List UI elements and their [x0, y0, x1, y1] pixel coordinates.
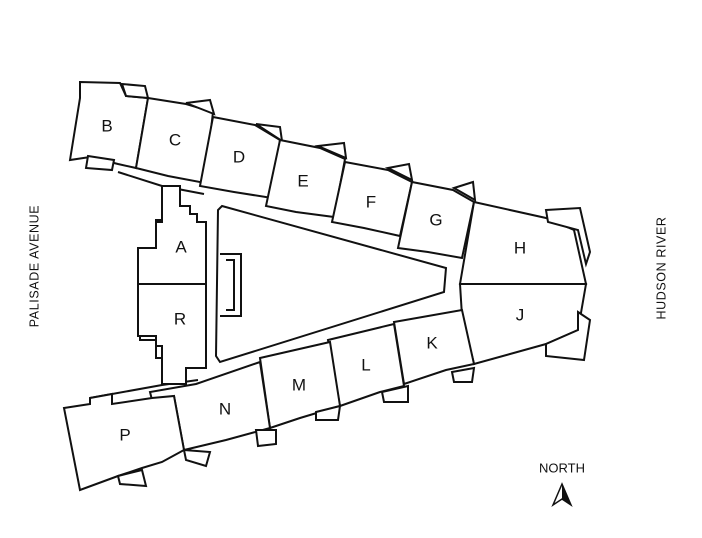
unit-b[interactable]: B [68, 80, 150, 172]
unit-h-label: H [514, 238, 526, 257]
north-arrow-icon [551, 482, 573, 508]
unit-k-label: K [426, 333, 438, 352]
unit-c-label: C [169, 130, 181, 149]
unit-e-label: E [297, 171, 308, 190]
unit-d-label: D [233, 147, 245, 166]
unit-a-label: A [175, 237, 187, 256]
unit-b-label: B [101, 116, 112, 135]
unit-p-label: P [119, 425, 130, 444]
unit-l[interactable]: L [326, 322, 409, 408]
unit-a[interactable]: A [137, 185, 207, 285]
hudson-river-label: HUDSON RIVER [654, 216, 668, 319]
unit-g[interactable]: G [396, 180, 477, 260]
unit-r-label: R [174, 309, 186, 328]
unit-j[interactable]: J [458, 283, 592, 366]
unit-f-label: F [366, 192, 376, 211]
north-label: NORTH [539, 460, 585, 475]
compass: NORTH [539, 460, 585, 508]
unit-g-label: G [429, 210, 442, 229]
unit-m[interactable]: M [258, 340, 342, 430]
unit-f[interactable]: F [330, 160, 414, 238]
unit-h[interactable]: H [458, 200, 592, 285]
unit-k[interactable]: K [392, 308, 476, 386]
unit-n-label: N [219, 399, 231, 418]
unit-e[interactable]: E [264, 138, 348, 219]
courtyard [214, 204, 448, 364]
unit-m-label: M [292, 375, 306, 394]
unit-r[interactable]: R [137, 283, 207, 385]
unit-l-label: L [361, 355, 370, 374]
palisade-avenue-label: PALISADE AVENUE [27, 205, 41, 327]
unit-j-label: J [516, 305, 525, 324]
unit-p[interactable]: P [62, 392, 186, 492]
